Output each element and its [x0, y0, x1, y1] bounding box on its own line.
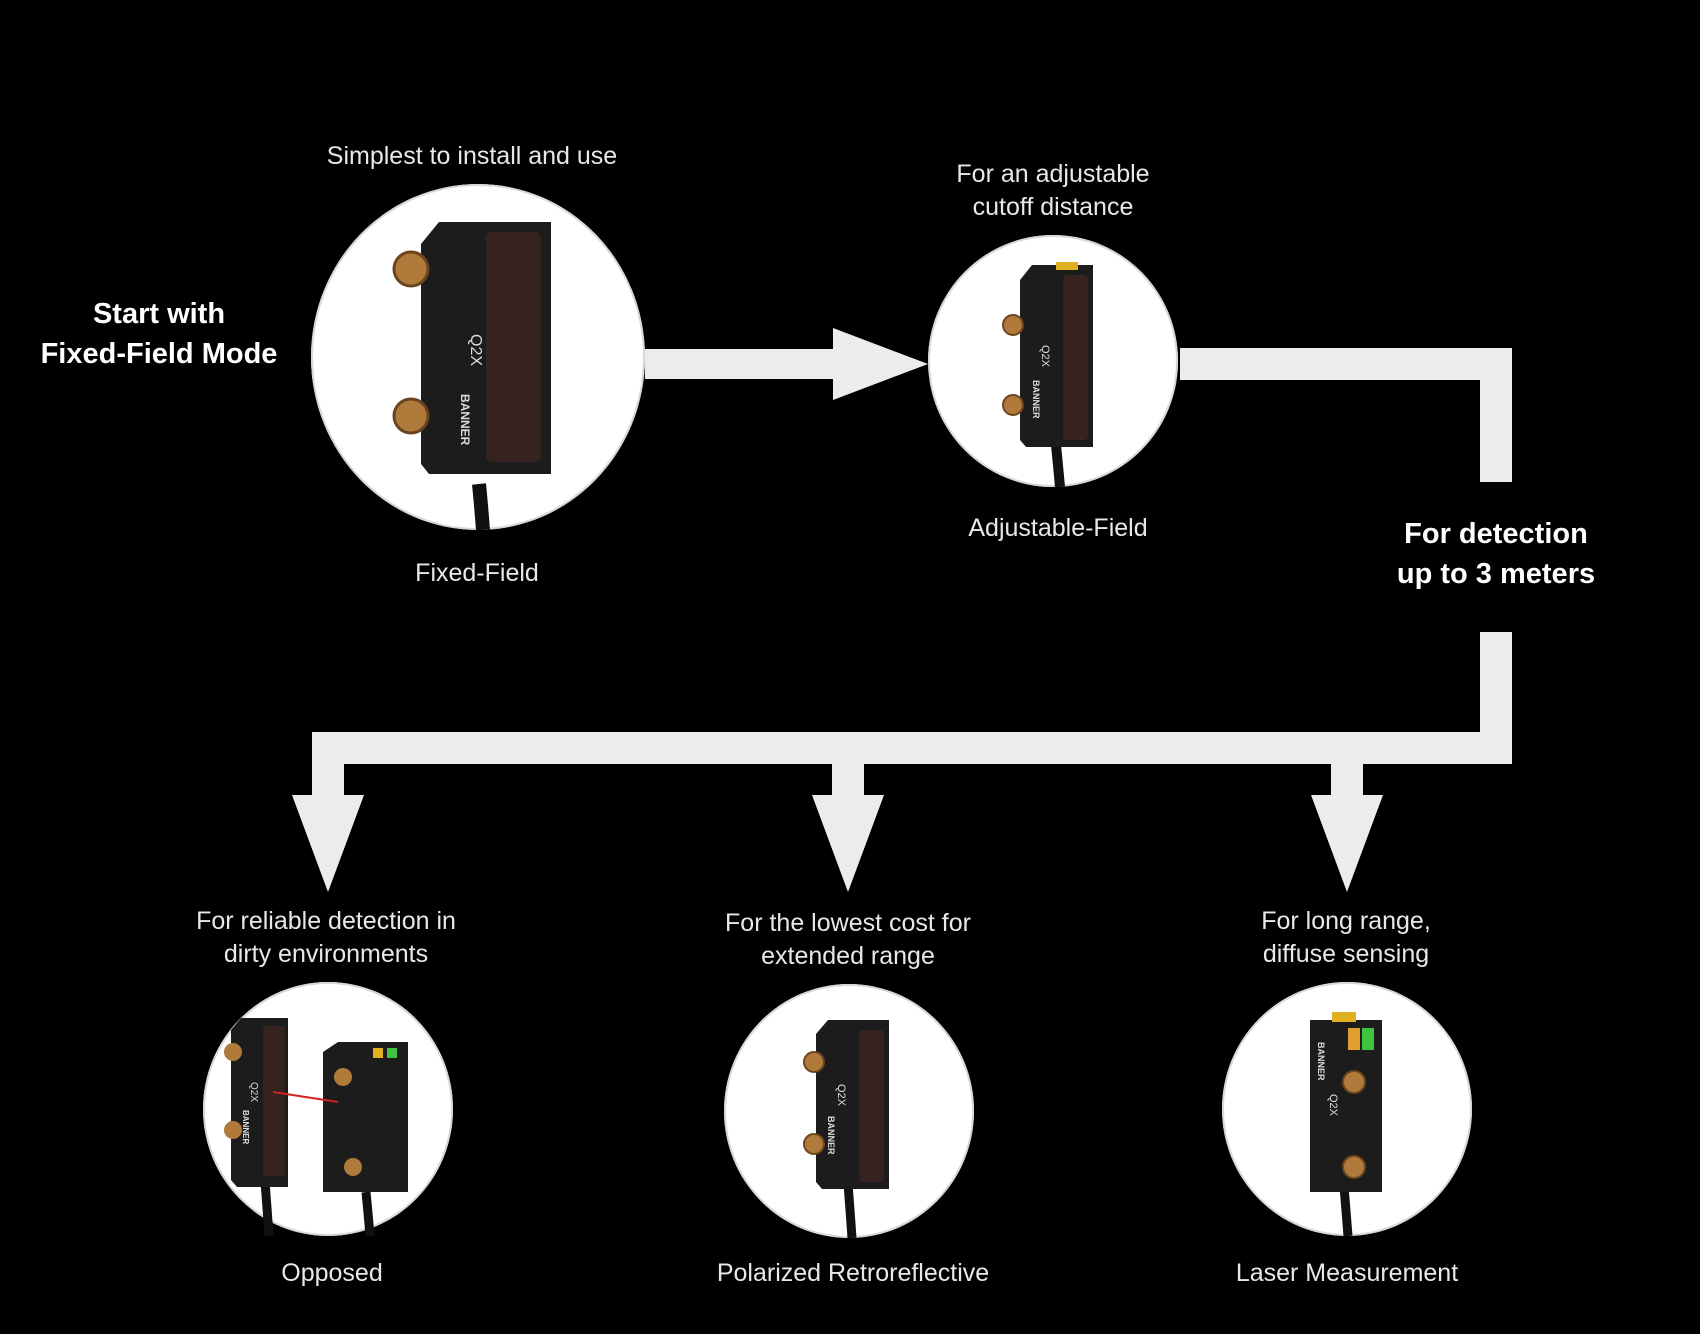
- sensor-model-text: Q2X: [1327, 1094, 1339, 1117]
- sensor-icon: Q2X BANNER: [224, 1018, 408, 1236]
- sensor-brand-text: BANNER: [458, 394, 472, 446]
- laser-measurement-label: Laser Measurement: [1235, 1259, 1459, 1287]
- connector-horizontal-branch: [312, 732, 1512, 764]
- detection-title-line1: For detection: [1404, 518, 1588, 550]
- sensor-brand-text: BANNER: [241, 1110, 250, 1144]
- polarized-retroreflective-heading-line2: extended range: [761, 942, 935, 970]
- sensor-brand-text: BANNER: [1316, 1042, 1326, 1081]
- laser-measurement-sensor-image: Q2X BANNER: [1222, 982, 1472, 1236]
- opposed-heading-line2: dirty environments: [223, 940, 429, 968]
- sensor-icon: Q2X BANNER: [1310, 1012, 1382, 1236]
- opposed-label: Opposed: [281, 1259, 383, 1287]
- polarized-retroreflective-label: Polarized Retroreflective: [716, 1259, 990, 1287]
- laser-measurement-heading-line2: diffuse sensing: [1262, 940, 1430, 968]
- polarized-retroreflective-heading-line1: For the lowest cost for: [725, 909, 971, 937]
- start-title: Start with Fixed-Field Mode: [18, 294, 300, 374]
- polarized-retroreflective-sensor-image: Q2X BANNER: [724, 984, 974, 1238]
- opposed-heading: For reliable detection in dirty environm…: [176, 905, 476, 971]
- sensor-brand-text: BANNER: [826, 1116, 836, 1155]
- sensor-model-text: Q2X: [1039, 345, 1051, 368]
- sensor-icon: Q2X BANNER: [803, 1020, 889, 1238]
- polarized-retroreflective-heading: For the lowest cost for extended range: [698, 907, 998, 973]
- sensor-brand-text: BANNER: [1031, 380, 1041, 419]
- fixed-field-label: Fixed-Field: [415, 559, 539, 587]
- adjustable-field-heading-line1: For an adjustable: [956, 160, 1150, 188]
- arrow-fixed-to-adjustable: [645, 328, 928, 400]
- opposed-sensor-image: Q2X BANNER: [203, 982, 453, 1236]
- sensor-icon: Q2X BANNER: [392, 222, 551, 530]
- adjustable-field-label: Adjustable-Field: [968, 514, 1148, 542]
- sensor-icon: Q2X BANNER: [1002, 262, 1093, 487]
- connector-adjustable-to-detection: [1180, 348, 1512, 482]
- fixed-field-heading: Simplest to install and use: [326, 142, 618, 170]
- arrow-to-polarized-retroreflective: [812, 764, 884, 892]
- detection-title-line2: up to 3 meters: [1396, 558, 1596, 591]
- detection-title: For detection up to 3 meters: [1366, 514, 1626, 594]
- start-title-line2: Fixed-Field Mode: [40, 338, 278, 371]
- adjustable-field-heading-line2: cutoff distance: [972, 193, 1134, 221]
- fixed-field-sensor-image: Q2X BANNER: [311, 184, 645, 530]
- laser-measurement-heading: For long range, diffuse sensing: [1196, 905, 1496, 971]
- sensor-model-text: Q2X: [835, 1084, 847, 1107]
- laser-measurement-heading-line1: For long range,: [1261, 907, 1431, 935]
- arrow-to-opposed: [292, 764, 364, 892]
- adjustable-field-heading: For an adjustable cutoff distance: [903, 158, 1203, 224]
- adjustable-field-sensor-image: Q2X BANNER: [928, 235, 1178, 487]
- sensor-model-text: Q2X: [467, 334, 484, 366]
- sensor-model-text: Q2X: [248, 1082, 259, 1102]
- arrow-to-laser-measurement: [1311, 764, 1383, 892]
- start-title-line1: Start with: [92, 298, 226, 330]
- opposed-heading-line1: For reliable detection in: [196, 907, 456, 935]
